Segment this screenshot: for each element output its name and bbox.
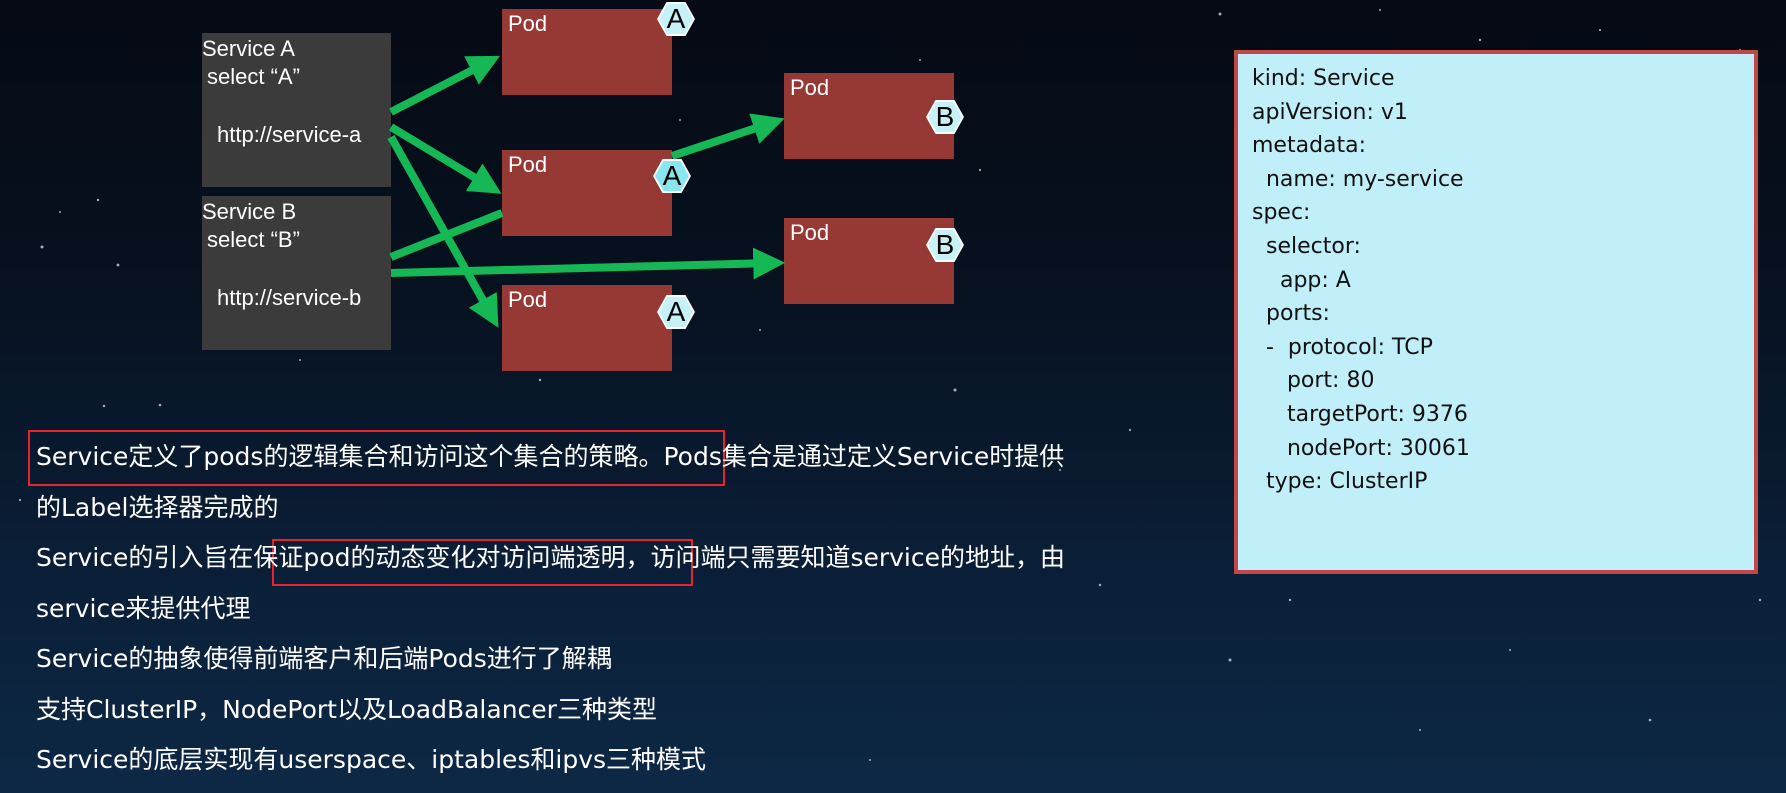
yaml-line: ports:: [1252, 301, 1330, 327]
yaml-line: type: ClusterIP: [1252, 469, 1428, 495]
yaml-line: kind: Service: [1252, 66, 1395, 91]
bullet-line-7: Service的底层实现有userspace、iptables和ipvs三种模式: [36, 745, 707, 774]
pod-tag-letter: B: [935, 229, 955, 260]
service-a-url: http://service-a: [217, 122, 362, 147]
arrow-service-a-to-pod-a1: [389, 55, 500, 116]
bullet-line-3: Service的引入旨在保证pod的动态变化对访问端透明，访问端只需要知道ser…: [36, 533, 1216, 584]
pod-tag-letter: A: [666, 3, 686, 34]
yaml-line: spec:: [1252, 200, 1311, 226]
yaml-line: apiVersion: v1: [1252, 99, 1408, 125]
arrow-service-b-link: [389, 209, 504, 261]
bullet-text: Pods集合是通过定义Service时提供: [663, 442, 1065, 471]
yaml-line: targetPort: 9376: [1252, 401, 1468, 427]
bullet-line-2: 的Label选择器完成的: [36, 492, 279, 522]
pod-tag-letter: A: [666, 296, 686, 327]
pod-label: Pod: [508, 11, 548, 36]
bullet-line-5: Service的抽象使得前端客户和后端Pods进行了解耦: [36, 644, 612, 673]
pod-label: Pod: [790, 75, 830, 100]
yaml-line: app: A: [1252, 267, 1351, 293]
pod-label: Pod: [508, 287, 548, 312]
service-a-selector: select “A”: [207, 64, 300, 89]
pod-tag-hexagon-icon: A: [657, 295, 695, 329]
bullet-line-4: service来提供代理: [36, 593, 251, 623]
service-b-selector: select “B”: [207, 227, 300, 252]
arrow-pod-a2-to-pod-b1: [670, 113, 785, 160]
pod-tag-hexagon-icon: A: [657, 2, 695, 36]
service-b-title: Service B: [202, 199, 297, 224]
yaml-line: name: my-service: [1252, 166, 1464, 192]
service-b-url: http://service-b: [217, 285, 362, 310]
bullet-line-1: Service定义了pods的逻辑集合和访问这个集合的策略。Pods集合是通过定…: [36, 432, 1216, 483]
service-yaml-panel: kind: Service apiVersion: v1 metadata: n…: [1234, 50, 1758, 574]
pod-a3: Pod: [502, 285, 672, 371]
pod-tag-hexagon-icon: A: [653, 159, 691, 193]
arrow-service-b-to-pod-b2: [390, 247, 786, 280]
pod-tag-hexagon-icon: B: [926, 228, 964, 262]
pod-b1: Pod: [784, 73, 954, 159]
pod-tag-letter: A: [662, 160, 682, 191]
arrow-service-a-to-pod-a2: [388, 123, 502, 194]
yaml-line: metadata:: [1252, 133, 1367, 159]
pod-a2: Pod: [502, 150, 672, 236]
service-b-box: Service B select “B” http://service-b: [202, 196, 391, 350]
service-a-box: Service A select “A” http://service-a: [202, 33, 391, 187]
service-a-title: Service A: [202, 36, 295, 61]
yaml-line: port: 80: [1252, 368, 1375, 394]
pod-a1: Pod: [502, 9, 672, 95]
bullet-line-6: 支持ClusterIP，NodePort以及LoadBalancer三种类型: [36, 694, 657, 724]
pod-b2: Pod: [784, 218, 954, 304]
yaml-line: - protocol: TCP: [1252, 334, 1433, 360]
highlighted-definition: Service定义了pods的逻辑集合和访问这个集合的策略。: [36, 442, 664, 471]
bullet-text: ，访问端只需要知道service的地址，由: [625, 543, 1066, 572]
yaml-line: nodePort: 30061: [1252, 435, 1470, 461]
arrow-service-a-to-pod-a3: [387, 135, 499, 328]
yaml-line: selector:: [1252, 233, 1361, 259]
highlighted-transparency: 保证pod的动态变化对访问端透明: [253, 543, 626, 572]
pod-label: Pod: [508, 152, 548, 177]
bullet-text: Service的引入旨在: [36, 543, 254, 572]
highlight-box-2: [272, 539, 693, 586]
pod-tag-letter: B: [935, 101, 955, 132]
highlight-box-1: [28, 430, 725, 486]
pod-tag-hexagon-icon: B: [926, 100, 964, 134]
pod-label: Pod: [790, 220, 830, 245]
description-text: Service定义了pods的逻辑集合和访问这个集合的策略。Pods集合是通过定…: [36, 432, 1216, 786]
